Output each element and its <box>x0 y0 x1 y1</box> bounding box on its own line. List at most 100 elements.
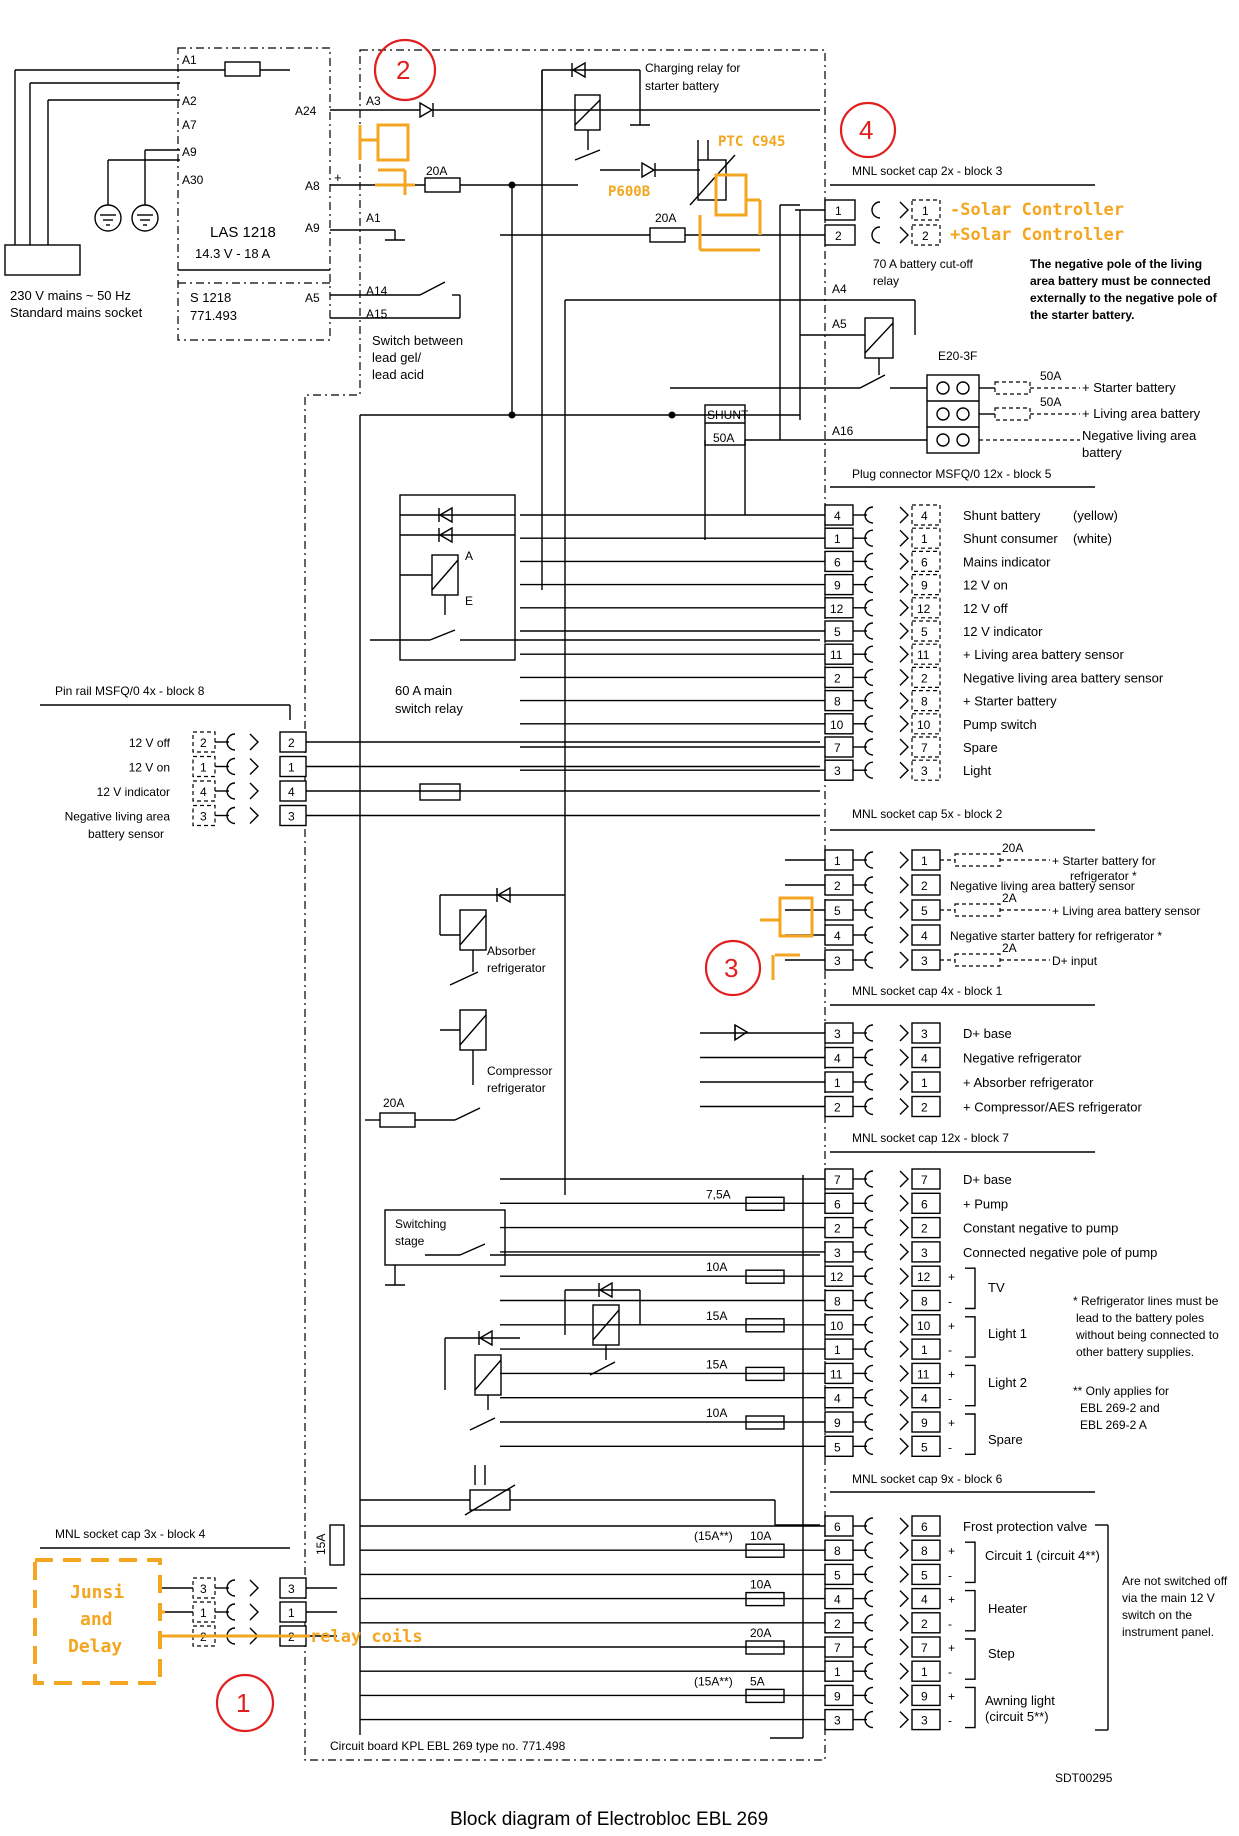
solar-minus: -Solar Controller <box>950 200 1124 220</box>
block7-sign: - <box>948 1295 952 1309</box>
pin-number: 8 <box>834 1544 841 1558</box>
pin-number: 6 <box>921 1520 928 1534</box>
board-outline <box>304 49 826 1761</box>
junsi-1: Junsi <box>70 1582 124 1603</box>
block7-sign: - <box>948 1392 952 1406</box>
pin-number: 6 <box>834 1197 841 1211</box>
block6-fuse: 20A <box>750 1626 771 1640</box>
block7-title: MNL socket cap 12x - block 7 <box>852 1131 1009 1145</box>
pin-number: 3 <box>834 1027 841 1041</box>
batt-neg-2: battery <box>1082 445 1122 460</box>
pin-number: 7 <box>921 741 928 755</box>
block6-sign: + <box>948 1641 955 1655</box>
block4-fuse: 15A <box>314 1534 328 1555</box>
pin-number: 9 <box>921 1689 928 1703</box>
switching-stage-2: stage <box>395 1234 425 1248</box>
pin-number: 4 <box>834 929 841 943</box>
block6-sign: - <box>948 1714 952 1728</box>
block3: MNL socket cap 2x - block 3 1 2 1 2 20A <box>500 164 1095 420</box>
block7-label: Constant negative to pump <box>963 1221 1118 1236</box>
block5-label: 12 V indicator <box>963 624 1043 639</box>
pin-number: 8 <box>921 1295 928 1309</box>
block1-label: D+ base <box>963 1026 1012 1041</box>
caption: Block diagram of Electrobloc EBL 269 <box>450 1809 768 1830</box>
group-heater: Heater <box>988 1601 1028 1616</box>
note1-1: * Refrigerator lines must be <box>1073 1294 1219 1308</box>
pin-number: 4 <box>921 1593 928 1607</box>
pin-number: 9 <box>834 1689 841 1703</box>
block2-label: Negative starter battery for refrigerato… <box>950 929 1162 943</box>
pin-number: 7 <box>834 1173 841 1187</box>
pin-number: 4 <box>200 785 207 799</box>
block1-label: Negative refrigerator <box>963 1051 1082 1066</box>
pin-number: 1 <box>834 1343 841 1357</box>
charger-pin-a2: A2 <box>182 94 197 108</box>
note2-1: ** Only applies for <box>1073 1384 1169 1398</box>
block5-label: Shunt battery <box>963 508 1041 523</box>
block6-sign: - <box>948 1617 952 1631</box>
block6-fuse: 10A <box>750 1578 771 1592</box>
block5-title: Plug connector MSFQ/0 12x - block 5 <box>852 467 1052 481</box>
compressor-1: Compressor <box>487 1064 552 1078</box>
pin-number: 9 <box>834 1416 841 1430</box>
pin-number: 1 <box>921 1665 928 1679</box>
pin-number: 11 <box>917 648 930 662</box>
block2-label: + Starter battery for <box>1052 854 1156 868</box>
block6-sign: - <box>948 1665 952 1679</box>
pin-a5: A5 <box>832 317 847 331</box>
pin-number: 10 <box>830 718 844 732</box>
ptc-label: PTC C945 <box>718 134 785 150</box>
switching-stage-1: Switching <box>395 1217 446 1231</box>
internal-wiring <box>359 70 804 1739</box>
junsi-2: and <box>80 1609 113 1630</box>
block7-label: D+ base <box>963 1172 1012 1187</box>
relay70-2: relay <box>873 274 899 288</box>
solar-note-1: The negative pole of the living <box>1030 257 1202 271</box>
block5-label: 12 V off <box>963 601 1008 616</box>
block8-label: 12 V off <box>129 736 171 750</box>
pin-number: 1 <box>834 1076 841 1090</box>
charger-pin-a5: A5 <box>305 291 320 305</box>
block5-label: Negative living area battery sensor <box>963 670 1164 685</box>
pin-number: 4 <box>834 1052 841 1066</box>
side-note-4: instrument panel. <box>1122 1625 1214 1639</box>
solar-note-2: area battery must be connected <box>1030 274 1211 288</box>
block7-fuse: 15A <box>706 1309 727 1323</box>
switch-gel-3: lead acid <box>372 367 424 382</box>
block8-label: 12 V indicator <box>97 785 170 799</box>
switch-gel-2: lead gel/ <box>372 350 422 365</box>
pin-number: 1 <box>834 854 841 868</box>
pin-number: 5 <box>834 904 841 918</box>
block6-sign: + <box>948 1689 955 1703</box>
block6-title: MNL socket cap 9x - block 6 <box>852 1472 1003 1486</box>
charger-pin-a8: A8 <box>305 179 320 193</box>
orange-annotations: PTC C945 P600B Junsi and Delay relay coi… <box>33 123 814 1685</box>
charger-las1218: LAS 1218 14.3 V - 18 A S 1218 771.493 A1… <box>177 47 342 341</box>
pin-number: 10 <box>830 1319 844 1333</box>
pin-number: 3 <box>834 1714 841 1728</box>
e20-fuse-2: 50A <box>1040 395 1061 409</box>
block1-label: + Compressor/AES refrigerator <box>963 1100 1142 1115</box>
block7-sign: + <box>948 1319 955 1333</box>
group-light1: Light 1 <box>988 1326 1027 1341</box>
block1-label: + Absorber refrigerator <box>963 1075 1094 1090</box>
